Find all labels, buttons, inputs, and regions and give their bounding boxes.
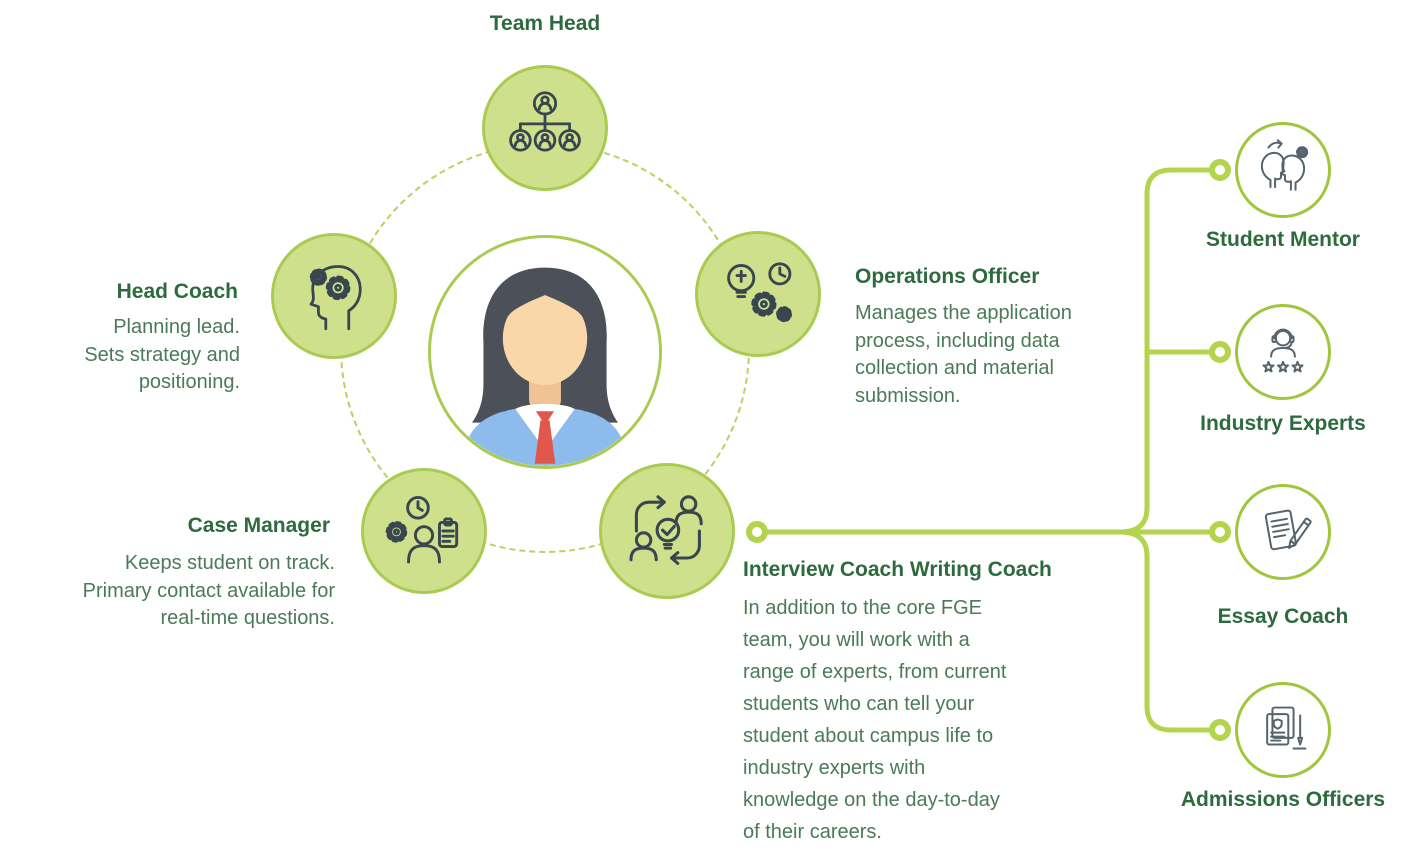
head-gears-icon bbox=[309, 265, 362, 331]
node-case-manager-description: Keeps student on track. Primary contact … bbox=[82, 552, 335, 630]
student-avatar bbox=[431, 238, 659, 466]
expert-industry-experts-label: Industry Experts bbox=[1200, 412, 1366, 435]
expert-student-mentor-label: Student Mentor bbox=[1206, 228, 1360, 251]
node-team-head bbox=[482, 65, 608, 191]
connector-dot bbox=[1209, 159, 1231, 181]
expert-admissions-officers-label: Admissions Officers bbox=[1180, 788, 1386, 811]
node-operations-officer-label: Operations Officer bbox=[855, 265, 1040, 288]
person-stars-icon bbox=[1262, 328, 1304, 373]
expert-industry-experts bbox=[1235, 304, 1331, 400]
person-clock-gear-clipboard-icon bbox=[385, 495, 459, 564]
expert-essay-coach-label: Essay Coach bbox=[1217, 605, 1349, 628]
connector-dot bbox=[1209, 521, 1231, 543]
node-head-coach-description: Planning lead. Sets strategy and positio… bbox=[84, 316, 240, 394]
two-profiles-gear-icon bbox=[1260, 139, 1309, 191]
expert-admissions-officers bbox=[1235, 682, 1331, 778]
org-chart-icon bbox=[509, 91, 581, 152]
student-circle bbox=[428, 235, 662, 469]
node-case-manager bbox=[361, 468, 487, 594]
people-exchange-bulb-icon bbox=[629, 495, 703, 565]
expert-student-mentor bbox=[1235, 122, 1331, 218]
connector-dot bbox=[1209, 341, 1231, 363]
node-interview-writing-coach-description: In addition to the core FGE team, you wi… bbox=[743, 597, 1007, 843]
node-operations-officer bbox=[695, 231, 821, 357]
certificate-pen-icon bbox=[1266, 706, 1307, 750]
document-pencil-icon bbox=[1264, 509, 1312, 551]
bulb-gears-clock-icon bbox=[727, 262, 793, 323]
node-interview-writing-coach-label: Interview Coach Writing Coach bbox=[743, 558, 1052, 581]
connector-branch-bottom bbox=[1117, 529, 1213, 733]
expert-essay-coach bbox=[1235, 484, 1331, 580]
node-operations-officer-description: Manages the application process, includi… bbox=[855, 302, 1072, 407]
node-interview-writing-coach bbox=[599, 463, 735, 599]
node-head-coach bbox=[271, 233, 397, 359]
node-case-manager-label: Case Manager bbox=[187, 514, 330, 537]
node-head-coach-label: Head Coach bbox=[116, 280, 238, 303]
node-team-head-label: Team Head bbox=[489, 12, 601, 35]
connector-dot bbox=[1209, 719, 1231, 741]
connector-dot bbox=[746, 521, 768, 543]
